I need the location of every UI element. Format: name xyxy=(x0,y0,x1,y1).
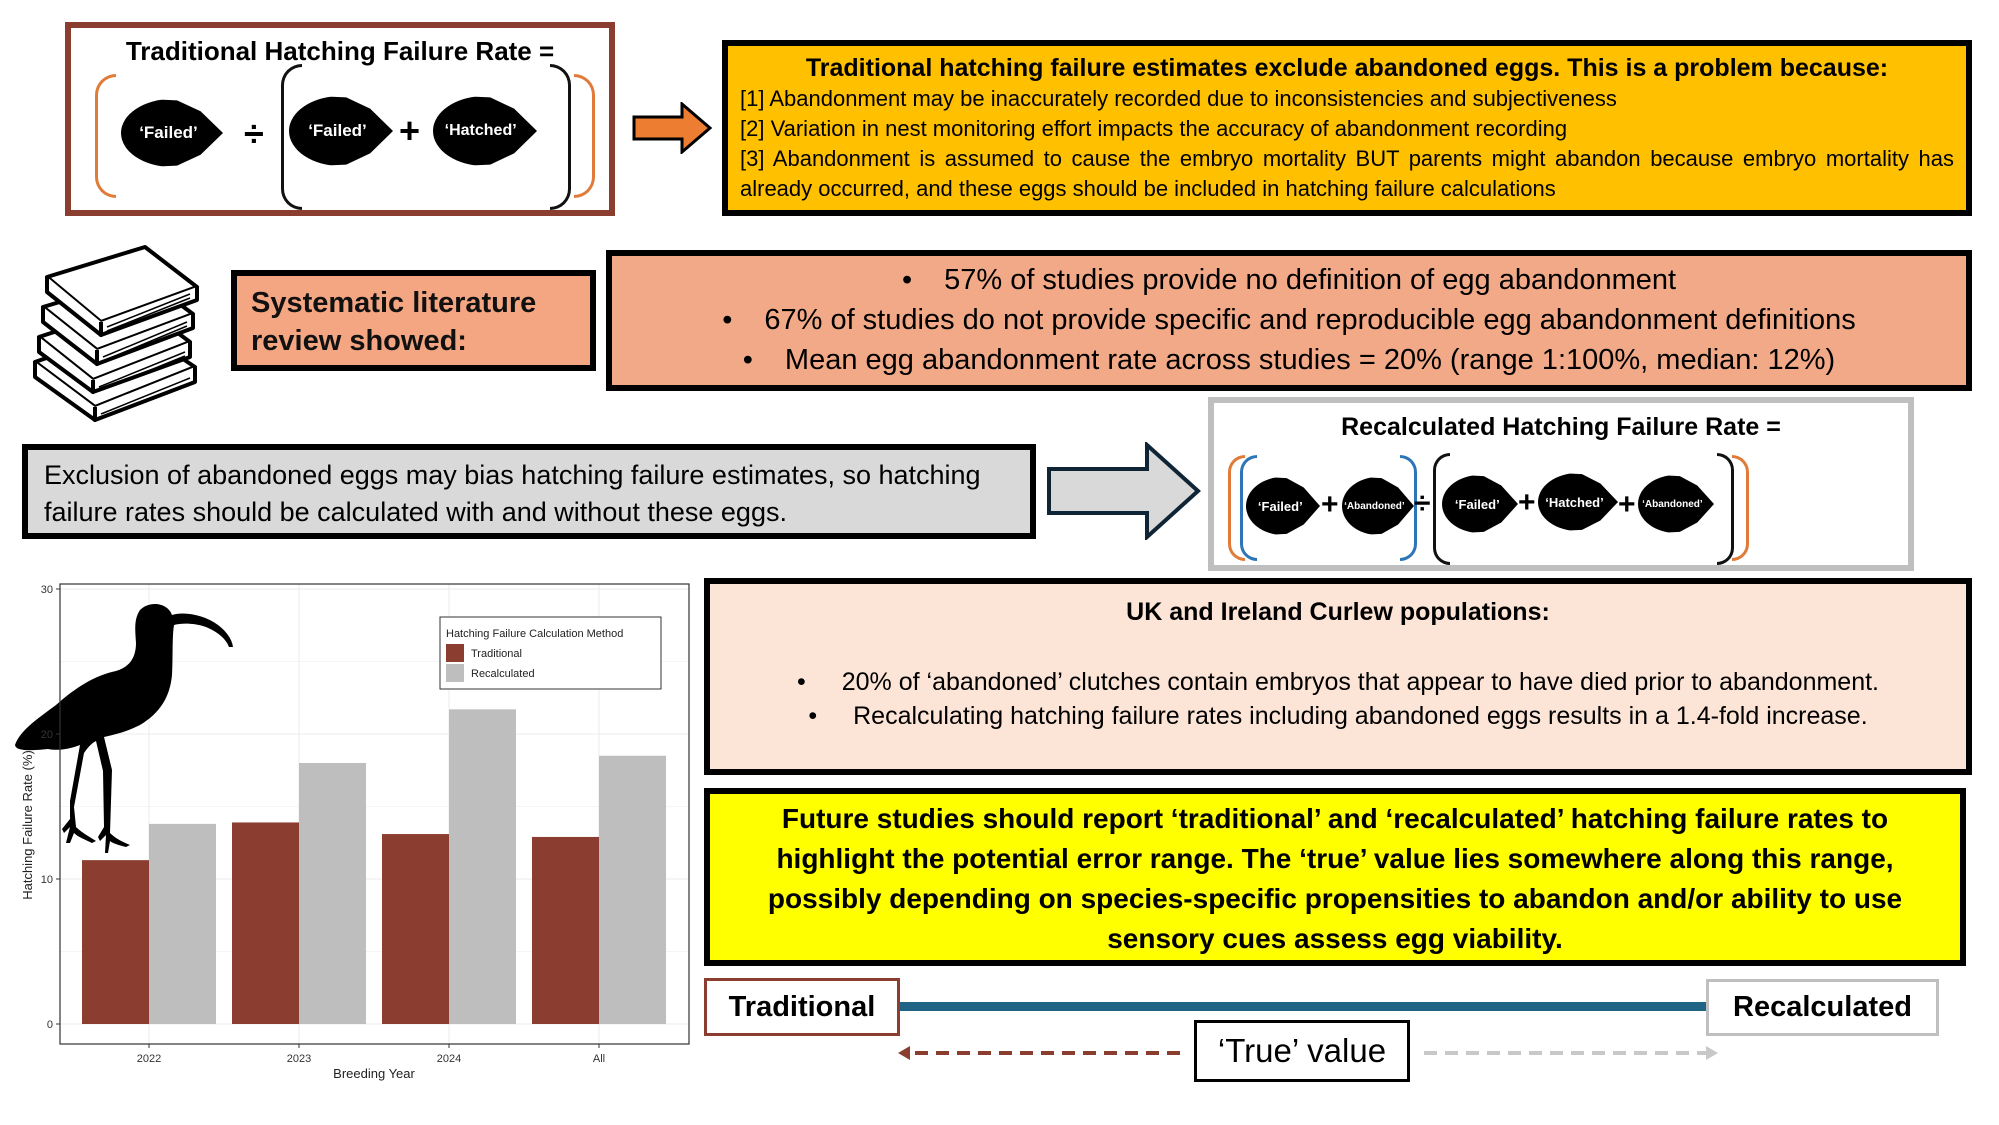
curlew-title: UK and Ireland Curlew populations: xyxy=(1126,598,1550,626)
divide-operator: ÷ xyxy=(244,113,264,154)
legend-label-recalculated: Recalculated xyxy=(471,668,535,680)
legend-label-traditional: Traditional xyxy=(471,648,522,660)
legend-swatch-traditional xyxy=(446,644,464,662)
outer-bracket-left-icon xyxy=(95,74,116,198)
y-axis-ticks: 0 10 20 30 xyxy=(41,584,60,1031)
bar-recalculated-2023 xyxy=(299,763,366,1024)
outer-bracket-right-icon xyxy=(1732,455,1749,561)
problem-point-2: [2] Variation in nest monitoring effort … xyxy=(740,116,1568,141)
x-axis-title: Breeding Year xyxy=(333,1066,415,1081)
chart-bars xyxy=(82,709,666,1024)
problem-box: Traditional hatching failure estimates e… xyxy=(722,40,1972,216)
systematic-review-label: Systematic literature review showed: xyxy=(231,270,596,371)
range-arrows xyxy=(898,1046,1718,1060)
exclusion-statement: Exclusion of abandoned eggs may bias hat… xyxy=(22,444,1036,539)
x-tick-label: 2023 xyxy=(287,1053,311,1065)
x-axis-ticks: 2022 2023 2024 All xyxy=(137,1044,605,1065)
legend-box xyxy=(439,616,662,690)
denominator-bracket-right-icon xyxy=(550,64,571,210)
egg-failed-numerator: ‘Failed’ xyxy=(1246,477,1320,535)
bar-traditional-2022 xyxy=(82,860,149,1024)
x-tick-label: 2024 xyxy=(437,1053,461,1065)
legend-title: Hatching Failure Calculation Method xyxy=(446,628,623,640)
future-studies-box: Future studies should report ‘traditiona… xyxy=(704,788,1966,966)
curlew-point-1: •20% of ‘abandoned’ clutches contain emb… xyxy=(796,668,1880,696)
chart-legend: Hatching Failure Calculation Method Trad… xyxy=(439,616,662,690)
review-findings-box: •57% of studies provide no definition of… xyxy=(606,250,1972,391)
hatching-failure-chart: 0 10 20 30 2022 2023 2024 All Hatching Failure… xyxy=(15,583,690,1081)
traditional-formula-title: Traditional Hatching Failure Rate = xyxy=(125,36,555,66)
y-axis-title: Hatching Failure Rate (%) xyxy=(20,750,35,900)
egg-hatched-denominator: ‘Hatched’ xyxy=(433,96,537,166)
x-tick-label: 2022 xyxy=(137,1053,161,1065)
curlew-findings-box: UK and Ireland Curlew populations: •20% … xyxy=(704,578,1972,775)
orange-arrow-icon xyxy=(632,102,712,154)
egg-failed-numerator: ‘Failed’ xyxy=(121,99,223,167)
bar-traditional-2024 xyxy=(382,834,449,1024)
grey-arrow-icon xyxy=(1047,442,1201,540)
plus-operator: + xyxy=(1321,488,1339,521)
egg-failed-denominator: ‘Failed’ xyxy=(1442,475,1518,533)
legend-swatch-recalculated xyxy=(446,664,464,682)
y-tick-label: 30 xyxy=(41,584,53,596)
range-traditional-label: Traditional xyxy=(704,978,900,1036)
dashed-arrow-left-icon xyxy=(898,1046,1180,1060)
plus-operator: + xyxy=(1618,488,1636,521)
range-line xyxy=(900,1002,1706,1011)
finding-1: •57% of studies provide no definition of… xyxy=(901,264,1677,296)
outer-bracket-right-icon xyxy=(574,74,595,198)
recalculated-formula-box: Recalculated Hatching Failure Rate = ‘Fa… xyxy=(1208,397,1914,571)
y-tick-label: 10 xyxy=(41,874,53,886)
bar-traditional-2023 xyxy=(232,822,299,1024)
x-tick-label: All xyxy=(593,1053,605,1065)
plus-operator: + xyxy=(399,110,421,151)
range-recalculated-label: Recalculated xyxy=(1706,979,1939,1036)
books-stack-icon xyxy=(33,245,199,422)
egg-hatched-denominator: ‘Hatched’ xyxy=(1538,473,1618,531)
egg-failed-denominator: ‘Failed’ xyxy=(289,96,393,166)
recalculated-formula-title: Recalculated Hatching Failure Rate = xyxy=(1341,413,1781,441)
finding-3: •Mean egg abandonment rate across studie… xyxy=(742,344,1836,376)
chart-panel-border xyxy=(59,583,690,1045)
bar-recalculated-all xyxy=(599,755,666,1024)
y-tick-label: 0 xyxy=(47,1019,53,1031)
curlew-point-2: •Recalculating hatching failure rates in… xyxy=(808,702,1868,730)
traditional-formula-box: Traditional Hatching Failure Rate = ‘Fai… xyxy=(65,22,615,216)
egg-abandoned-denominator: ‘Abandoned’ xyxy=(1638,475,1714,533)
bar-recalculated-2024 xyxy=(449,709,516,1024)
divide-operator: ÷ xyxy=(1414,487,1431,520)
problem-point-3: [3] Abandonment is assumed to cause the … xyxy=(740,146,1954,201)
problem-point-1: [1] Abandonment may be inaccurately reco… xyxy=(740,86,1617,111)
finding-2: •67% of studies do not provide specific … xyxy=(722,304,1856,336)
problem-title: Traditional hatching failure estimates e… xyxy=(805,54,1889,82)
bar-traditional-all xyxy=(532,836,599,1024)
plus-operator: + xyxy=(1518,486,1536,519)
true-value-label: ‘True’ value xyxy=(1194,1020,1410,1082)
curlew-silhouette-icon xyxy=(15,603,233,853)
bar-recalculated-2022 xyxy=(149,823,216,1024)
dashed-arrow-right-icon xyxy=(1424,1046,1718,1060)
y-tick-label: 20 xyxy=(41,729,53,741)
